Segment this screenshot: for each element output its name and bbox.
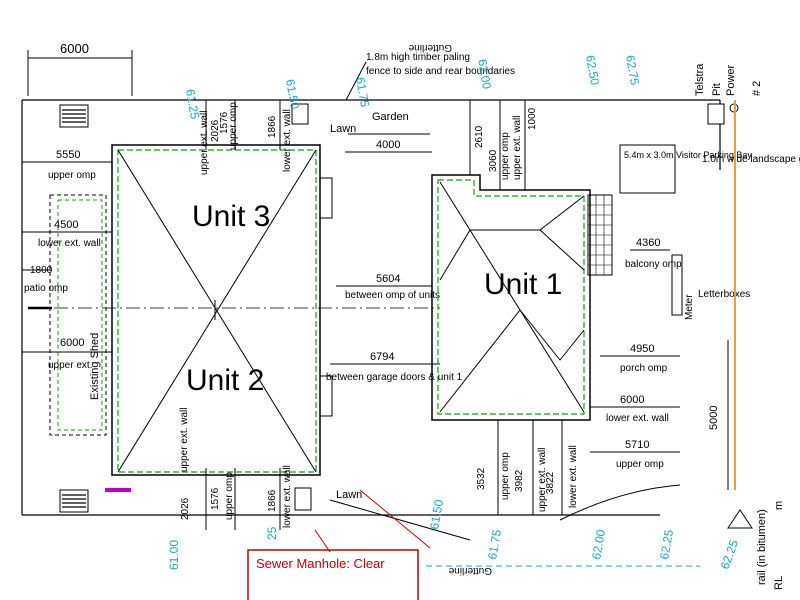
label-porch-omp: porch omp: [620, 363, 668, 374]
contour-61-25-top: 61.25: [183, 88, 202, 120]
visitor-parking-bay: [619, 144, 676, 194]
unit-1-label: Unit 1: [484, 268, 562, 301]
unit-2-3-roof-lines: [117, 149, 317, 473]
dim-4950: 4950: [630, 343, 654, 355]
dim-6000-left: 6000: [60, 337, 84, 349]
dim-4500: 4500: [54, 219, 78, 231]
unit-3-label: Unit 3: [192, 200, 270, 233]
dim-1576-top: 1576: [219, 111, 230, 134]
label-upper-omp-right: upper omp: [616, 459, 664, 470]
unit-2-label: Unit 2: [186, 364, 264, 397]
dim-5710: 5710: [625, 439, 649, 451]
unit-2-3-outline: [111, 144, 333, 476]
contour-61-75-top: 61.75: [353, 76, 372, 108]
label-between-garage: between garage doors & unit 1: [326, 372, 463, 383]
fence-note-line-2: fence to side and rear boundaries: [366, 66, 515, 77]
vent-grille: [59, 104, 89, 513]
label-power: Power: [725, 64, 737, 96]
dim-3532: 3532: [476, 467, 487, 490]
unit-1-roof-lines: [439, 181, 585, 413]
label-lower-ext-wall-bot: lower ext. wall: [282, 465, 293, 528]
label-lower-ext-wall-left: lower ext. wall: [38, 238, 101, 249]
label-lower-ext-wall-bot-u1: lower ext. wall: [568, 445, 579, 508]
telstra-pit-box: [707, 103, 725, 125]
label-rl: RL: [773, 576, 785, 590]
label-lawn-bottom: Lawn: [336, 489, 362, 501]
dim-2026-bot: 2026: [180, 497, 191, 520]
contour-62-00-bot: 62.00: [589, 528, 608, 560]
dim-4360: 4360: [636, 237, 660, 249]
contour-62-25-bot: 62.25: [657, 528, 676, 560]
contour-25-partial: 25: [265, 526, 279, 540]
label-patio-omp: patio omp: [24, 283, 68, 294]
fence-note-line-1: 1.8m high timber paling: [366, 52, 470, 63]
label-upper-omp-bot: upper omp: [224, 472, 235, 520]
left-dimension-lines: [22, 161, 112, 353]
magenta-marker: [105, 488, 131, 492]
contour-62-00-top: 62.00: [475, 58, 494, 90]
label-pit: Pit: [711, 83, 723, 96]
label-between-omp: between omp of units: [345, 290, 440, 301]
label-garden: Garden: [372, 111, 409, 123]
dim-1866-top: 1866: [267, 115, 278, 138]
contour-61-00: 61.00: [167, 540, 181, 570]
dim-6000-right: 6000: [620, 394, 644, 406]
existing-shed-label: Existing Shed: [89, 333, 101, 400]
dim-3982: 3982: [514, 469, 525, 492]
dim-6794: 6794: [370, 351, 394, 363]
existing-shed: [49, 194, 107, 436]
dim-3060: 3060: [488, 149, 499, 172]
dim-4000: 4000: [376, 139, 400, 151]
label-upper-omp-top: upper omp: [228, 102, 239, 150]
dim-5604: 5604: [376, 273, 400, 285]
dim-6000-top: 6000: [60, 41, 89, 56]
label-lower-ext-wall-top: lower ext. wall: [282, 109, 293, 172]
dim-2610: 2610: [474, 125, 485, 148]
label-upper-ext-wall-top: upper ext. wall: [199, 111, 210, 175]
sewer-callout-box: [247, 549, 419, 600]
dim-1800: 1800: [30, 265, 53, 276]
dim-2026-top: 2026: [210, 119, 221, 142]
label-upper-ext-wall-bot: upper ext. wall: [179, 408, 190, 472]
dim-1576-bot: 1576: [210, 487, 221, 510]
label-visitor-parking: 5.4m x 3.0m Visitor Parking Bay: [624, 150, 752, 160]
contour-62-75-top: 62.75: [623, 54, 642, 86]
letterbox-post: [671, 254, 683, 316]
contour-62-50-top: 62.50: [583, 54, 602, 86]
label-lower-ext-wall-right: lower ext. wall: [606, 413, 669, 424]
dim-top-6000: [27, 50, 133, 96]
label-sewer-manhole: Sewer Manhole: Clear: [256, 556, 385, 571]
label-upper-omp-u1: upper omp: [500, 132, 511, 180]
label-telstra: Telstra: [694, 63, 706, 96]
label-balcony-omp: balcony omp: [625, 259, 682, 270]
contour-61-75-bot: 61.75: [485, 528, 504, 560]
contour-61-50-top: 61.50: [283, 78, 302, 110]
label-upper-ext-left: upper ext.: [48, 360, 92, 371]
contour-61-50-bot: 61.50: [427, 498, 446, 530]
label-upper-ext-wall-bot-u1: upper ext. wall: [537, 448, 548, 512]
contour-62-25-edge: 62.25: [718, 538, 742, 571]
dim-5000: 5000: [708, 406, 720, 430]
site-boundary: [21, 99, 721, 516]
dim-1000: 1000: [527, 107, 538, 130]
survey-mark-icon: [727, 509, 753, 529]
label-landscape-buffer: 1.0m wide landscape garden buffer: [702, 154, 800, 165]
contour-labels: 61.00 61.25 61.50 61.75 62.00 62.50 62.7…: [167, 54, 741, 571]
label-letterboxes: Letterboxes: [698, 289, 750, 300]
label-m: m: [773, 501, 785, 510]
dim-1866-bot: 1866: [267, 489, 278, 512]
label-upper-omp-bot-u1: upper omp: [500, 452, 511, 500]
label-pole-no: # 2: [751, 81, 763, 96]
label-rail-bitumen: rail (in bitumen): [756, 509, 768, 585]
label-upper-omp-left: upper omp: [48, 170, 96, 181]
label-lawn-top: Lawn: [330, 123, 356, 135]
label-upper-ext-wall-u1: upper ext. wall: [512, 116, 523, 180]
dim-3822: 3822: [545, 471, 556, 494]
gutterline-top: Gutterline: [408, 42, 452, 53]
dim-5550: 5550: [56, 149, 80, 161]
gutterline-bottom: Gutterline: [448, 565, 492, 576]
label-meter: Meter: [684, 294, 695, 320]
